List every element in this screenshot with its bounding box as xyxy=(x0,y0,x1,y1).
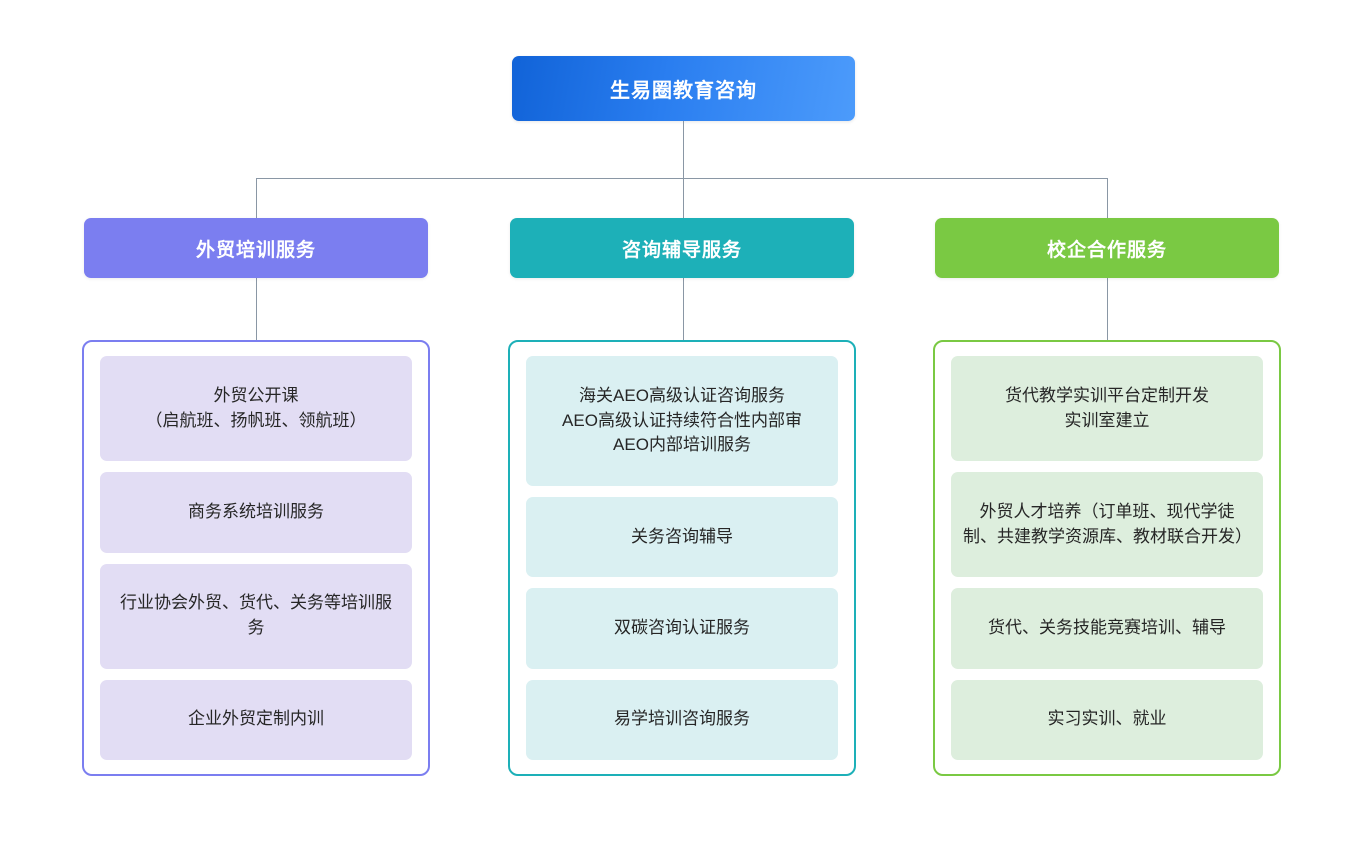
connector-branch-3-vertical xyxy=(1107,178,1108,218)
service-item[interactable]: 关务咨询辅导 xyxy=(526,496,838,578)
branch-header-xiaoqi-hezuo[interactable]: 校企合作服务 xyxy=(935,218,1279,278)
service-item[interactable]: 商务系统培训服务 xyxy=(100,472,412,553)
service-item[interactable]: 外贸人才培养（订单班、现代学徒制、共建教学资源库、教材联合开发） xyxy=(951,472,1263,578)
branch-header-label: 外贸培训服务 xyxy=(195,239,316,261)
branch-header-waimao-peixun[interactable]: 外贸培训服务 xyxy=(84,218,428,278)
branch-container-waimao-peixun: 外贸公开课 （启航班、扬帆班、领航班） 商务系统培训服务 行业协会外贸、货代、关… xyxy=(82,340,430,776)
connector-horizontal-bus xyxy=(256,178,1108,179)
connector-container-3-vertical xyxy=(1107,278,1108,340)
service-item[interactable]: 外贸公开课 （启航班、扬帆班、领航班） xyxy=(100,356,412,462)
branch-header-label: 咨询辅导服务 xyxy=(621,239,742,261)
connector-container-2-vertical xyxy=(683,278,684,340)
branch-container-xiaoqi-hezuo: 货代教学实训平台定制开发 实训室建立 外贸人才培养（订单班、现代学徒制、共建教学… xyxy=(933,340,1281,776)
branch-container-zixun-fudao: 海关AEO高级认证咨询服务 AEO高级认证持续符合性内部审 AEO内部培训服务 … xyxy=(508,340,856,776)
connector-branch-2-vertical xyxy=(683,178,684,218)
service-item[interactable]: 双碳咨询认证服务 xyxy=(526,588,838,669)
service-item[interactable]: 实习实训、就业 xyxy=(951,679,1263,761)
connector-root-vertical xyxy=(683,121,684,178)
connector-container-1-vertical xyxy=(256,278,257,340)
branch-header-zixun-fudao[interactable]: 咨询辅导服务 xyxy=(510,218,854,278)
service-item[interactable]: 易学培训咨询服务 xyxy=(526,679,838,761)
service-item[interactable]: 货代教学实训平台定制开发 实训室建立 xyxy=(951,356,1263,462)
service-item[interactable]: 货代、关务技能竞赛培训、辅导 xyxy=(951,588,1263,669)
root-node-label: 生易圈教育咨询 xyxy=(610,80,757,102)
branch-header-label: 校企合作服务 xyxy=(1046,239,1167,261)
service-item[interactable]: 行业协会外贸、货代、关务等培训服务 xyxy=(100,563,412,669)
connector-branch-1-vertical xyxy=(256,178,257,218)
service-item[interactable]: 海关AEO高级认证咨询服务 AEO高级认证持续符合性内部审 AEO内部培训服务 xyxy=(526,356,838,486)
service-item[interactable]: 企业外贸定制内训 xyxy=(100,679,412,761)
root-node[interactable]: 生易圈教育咨询 xyxy=(512,56,855,121)
